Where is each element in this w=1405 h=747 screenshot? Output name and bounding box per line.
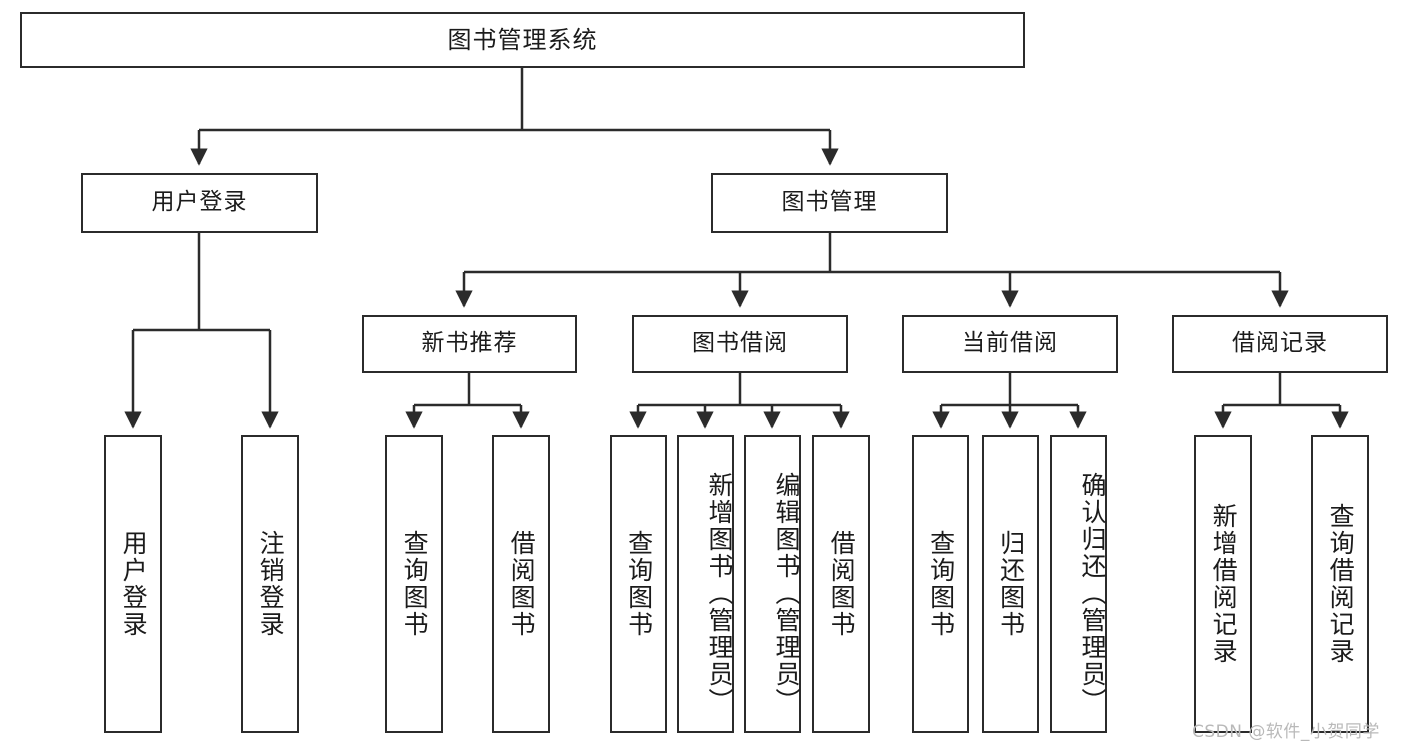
leaf-confirm-return-admin[interactable]: 确认归还（管理员） (1050, 435, 1107, 733)
leaf-query-book-recommend[interactable]: 查询图书 (385, 435, 443, 733)
leaf-user-login[interactable]: 用户登录 (104, 435, 162, 733)
leaf-return-book[interactable]: 归还图书 (982, 435, 1039, 733)
leaf-query-borrow-record[interactable]: 查询借阅记录 (1311, 435, 1369, 733)
leaf-edit-book-admin[interactable]: 编辑图书（管理员） (744, 435, 801, 733)
node-new-book-recommend[interactable]: 新书推荐 (362, 315, 577, 373)
node-root-book-management-system[interactable]: 图书管理系统 (20, 12, 1025, 68)
node-book-management[interactable]: 图书管理 (711, 173, 948, 233)
node-user-login[interactable]: 用户登录 (81, 173, 318, 233)
node-current-borrow[interactable]: 当前借阅 (902, 315, 1118, 373)
leaf-logout-login[interactable]: 注销登录 (241, 435, 299, 733)
csdn-watermark: CSDN @软件_小贺同学 (1192, 722, 1380, 742)
leaf-query-book-borrow[interactable]: 查询图书 (610, 435, 667, 733)
leaf-query-book-current[interactable]: 查询图书 (912, 435, 969, 733)
node-borrow-record[interactable]: 借阅记录 (1172, 315, 1388, 373)
node-book-borrow[interactable]: 图书借阅 (632, 315, 848, 373)
leaf-add-book-admin[interactable]: 新增图书（管理员） (677, 435, 734, 733)
leaf-borrow-book[interactable]: 借阅图书 (812, 435, 870, 733)
leaf-add-borrow-record[interactable]: 新增借阅记录 (1194, 435, 1252, 733)
leaf-borrow-book-recommend[interactable]: 借阅图书 (492, 435, 550, 733)
